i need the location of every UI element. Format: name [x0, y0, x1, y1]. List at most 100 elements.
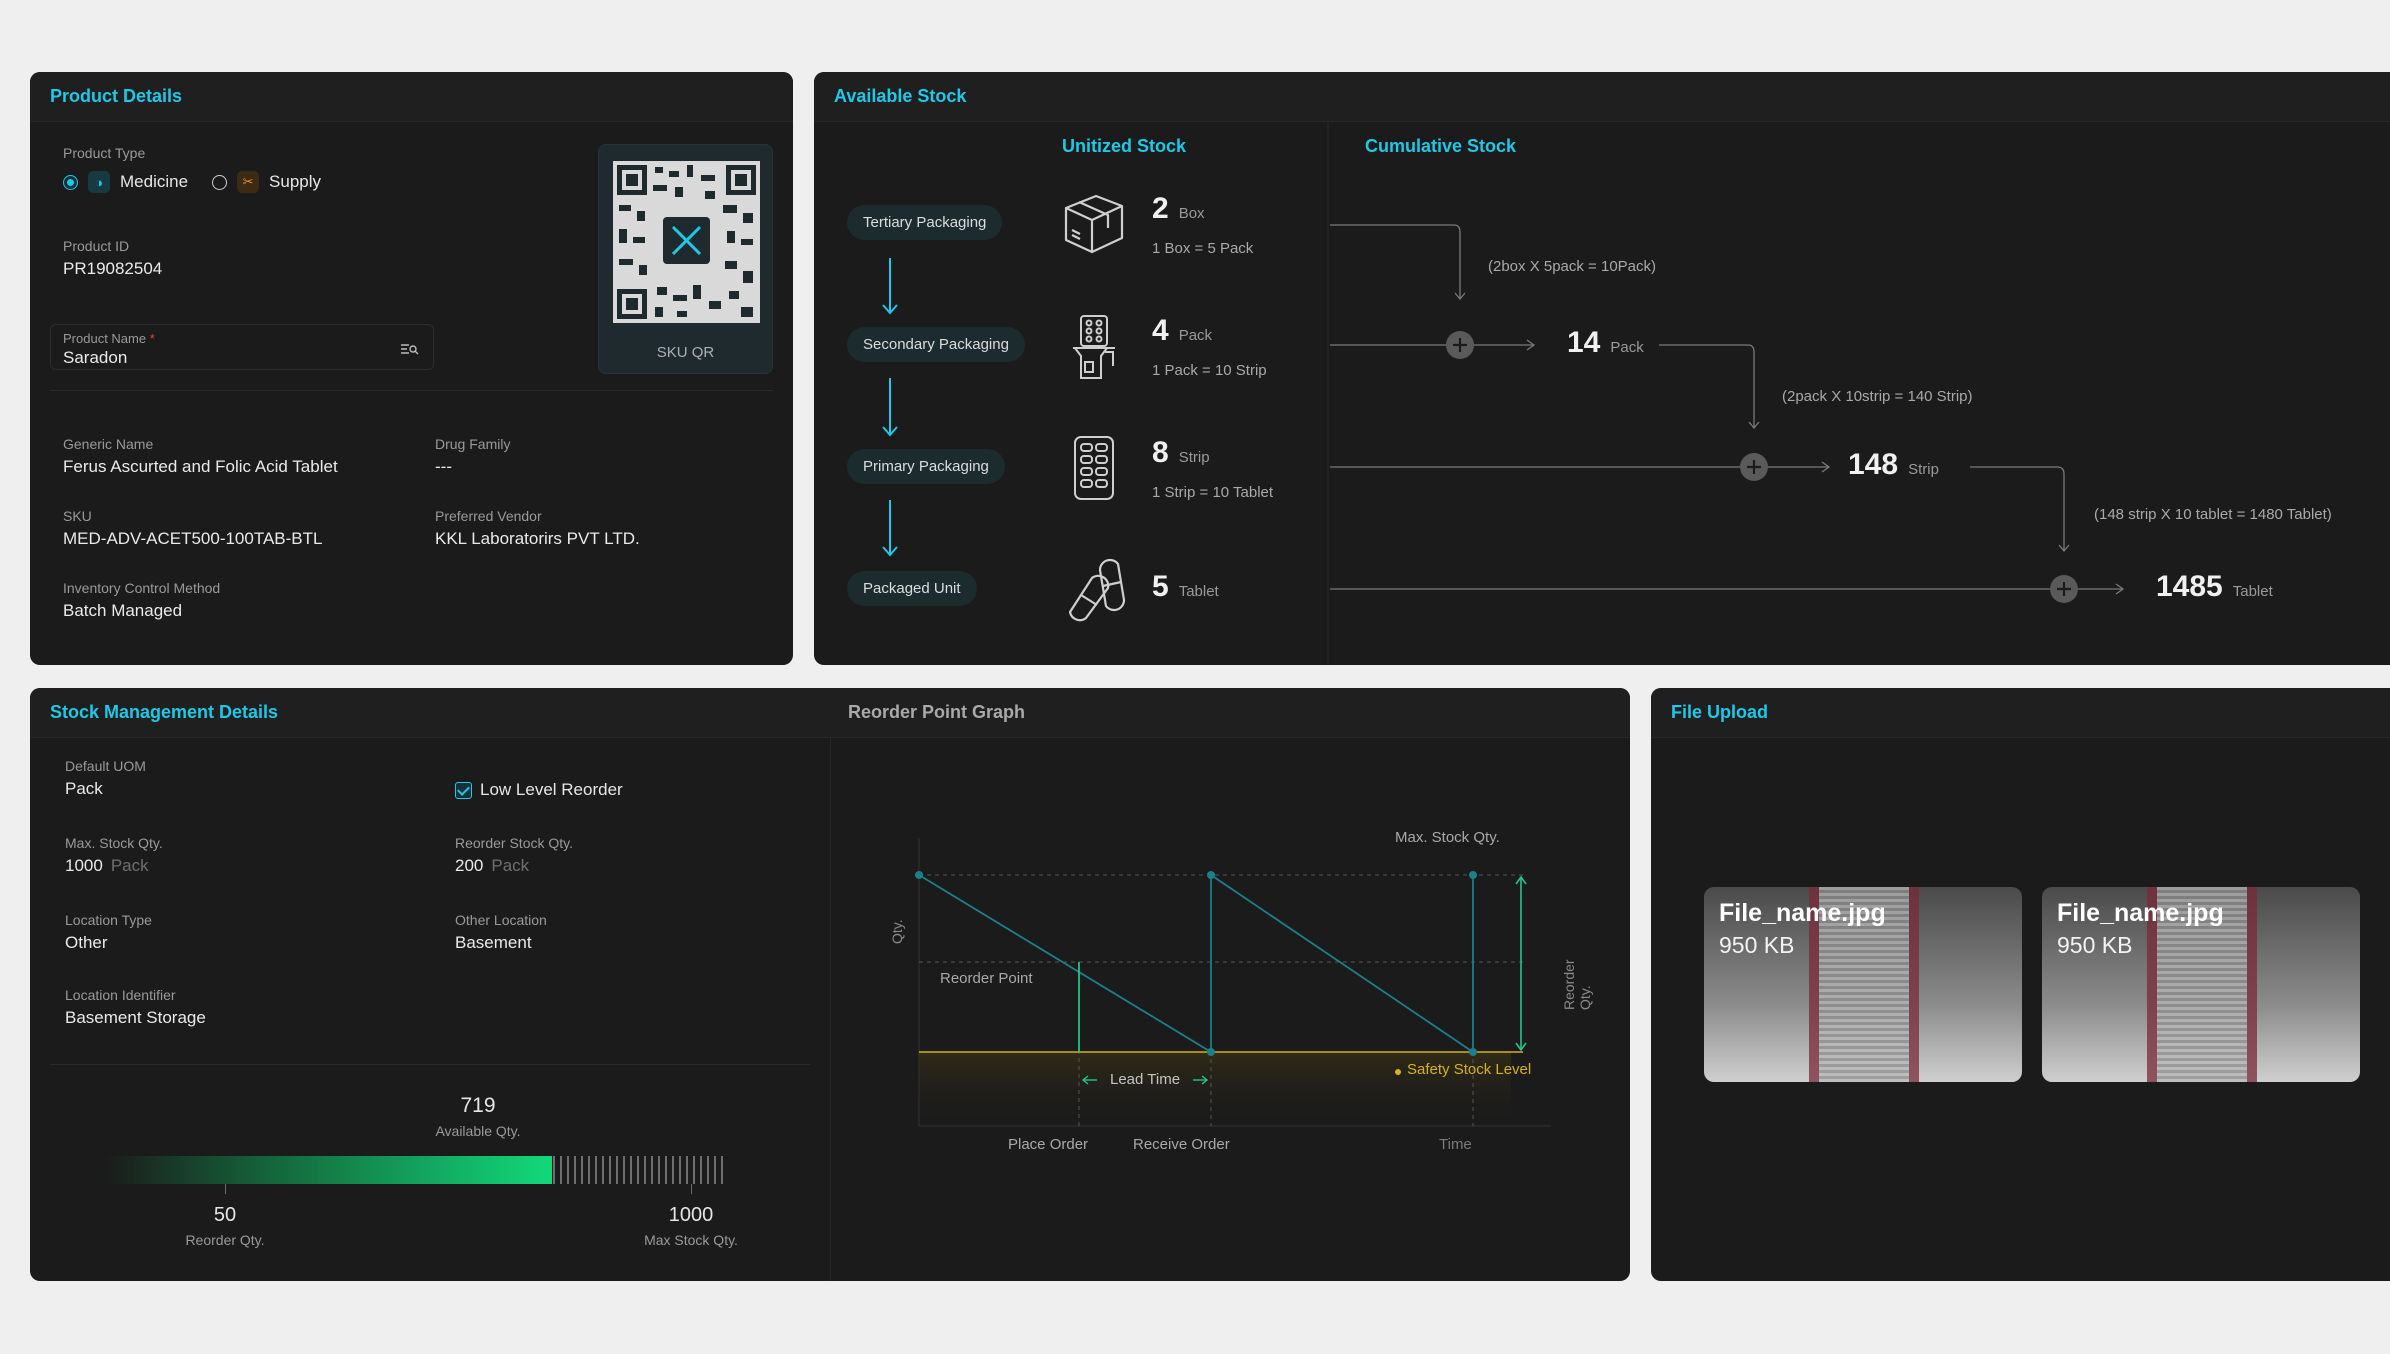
available-qty-label: Available Qty.: [435, 1123, 521, 1139]
product-type-radio-group: ◑ Medicine ✂ Supply: [63, 171, 321, 193]
safety-stock-area: [919, 1052, 1511, 1126]
stock-level-fill: [105, 1156, 553, 1184]
search-list-icon[interactable]: [401, 343, 419, 355]
lead-time-arrows: [1081, 1075, 1209, 1085]
low-level-reorder-field[interactable]: Low Level Reorder: [455, 780, 623, 800]
packaged-unit-pill[interactable]: Packaged Unit: [847, 571, 977, 606]
max-qty-label: Max Stock Qty.: [644, 1232, 738, 1248]
location-type-value: Other: [65, 933, 108, 952]
graph-reorder-qty-label: Reorder Qty.: [1561, 959, 1593, 1010]
reorder-point-graph: [915, 838, 1551, 1127]
strip-formula: (2pack X 10strip = 140 Strip): [1782, 388, 1973, 405]
tertiary-packaging-pill[interactable]: Tertiary Packaging: [847, 205, 1003, 240]
available-stock-card: Available Stock Unitized Stock Cumulativ…: [814, 72, 2390, 665]
box-icon: [1064, 194, 1124, 254]
place-order-label: Place Order: [1008, 1136, 1089, 1153]
supply-radio[interactable]: [212, 174, 228, 190]
secondary-packaging-pill[interactable]: Secondary Packaging: [847, 327, 1025, 362]
drug-family-field: Drug Family ---: [435, 436, 510, 477]
location-type-label: Location Type: [65, 912, 152, 928]
max-stock-field: Max. Stock Qty. 1000 Pack: [65, 835, 163, 876]
default-uom-label: Default UOM: [65, 758, 146, 774]
file-upload-title: File Upload: [1671, 702, 1769, 722]
file-preview-image: [1809, 887, 1919, 1082]
available-qty-value: 719: [460, 1094, 496, 1117]
reorder-qty-value: 50: [213, 1204, 237, 1226]
section-divider: [50, 1064, 810, 1065]
sku-qr-caption: SKU QR: [656, 344, 715, 361]
section-divider: [50, 390, 773, 391]
supply-option-label[interactable]: Supply: [269, 172, 322, 191]
file-thumbnail[interactable]: File_name.jpg 950 KB: [1704, 887, 2022, 1082]
product-name-value[interactable]: Saradon: [63, 348, 128, 367]
file-name: File_name.jpg: [2057, 899, 2224, 927]
required-marker: *: [149, 331, 155, 346]
drug-family-label: Drug Family: [435, 436, 511, 452]
default-uom-value: Pack: [65, 779, 103, 798]
file-thumbnail[interactable]: File_name.jpg 950 KB: [2042, 887, 2360, 1082]
pack-qty: 4: [1152, 314, 1169, 347]
scissors-icon: ✂: [237, 171, 260, 193]
product-id-field: Product ID PR19082504: [63, 238, 162, 279]
preferred-vendor-field: Preferred Vendor KKL Laboratorirs PVT LT…: [435, 508, 640, 549]
product-details-title: Product Details: [50, 86, 183, 106]
strip-conversion: 1 Strip = 10 Tablet: [1152, 484, 1274, 501]
available-stock-header: Available Stock: [814, 72, 2390, 122]
cumulative-stock-title: Cumulative Stock: [1365, 136, 1517, 156]
box-conversion: 1 Box = 5 Pack: [1152, 240, 1254, 257]
reorder-tick: [225, 1184, 226, 1194]
generic-name-field: Generic Name Ferus Ascurted and Folic Ac…: [63, 436, 338, 477]
medicine-radio[interactable]: [63, 174, 78, 190]
max-qty-value: 1000: [668, 1204, 714, 1226]
file-size: 950 KB: [2057, 932, 2133, 958]
reorder-point-label: Reorder Point: [940, 970, 1033, 987]
medicine-option-label[interactable]: Medicine: [120, 172, 189, 191]
primary-packaging-pill[interactable]: Primary Packaging: [847, 449, 1005, 484]
stock-management-card: Stock Management Details Reorder Point G…: [30, 688, 1630, 1281]
pack-formula: (2box X 5pack = 10Pack): [1488, 258, 1657, 275]
available-qty-readout: 719 Available Qty.: [393, 1094, 563, 1139]
cumulative-pack-qty: 14: [1567, 326, 1601, 359]
sku-qr-card[interactable]: SKU QR: [598, 144, 773, 374]
stock-management-title: Stock Management Details: [50, 702, 279, 722]
inventory-method-label: Inventory Control Method: [63, 580, 221, 596]
file-upload-card: File Upload File_name.jpg 950 KB File_na…: [1651, 688, 2390, 1281]
max-stock-unit: Pack: [110, 856, 149, 875]
cumulative-tablet-qty: 1485: [2156, 570, 2223, 603]
max-stock-value: 1000: [65, 856, 103, 875]
strip-icon: [1074, 436, 1114, 500]
sku-value: MED-ADV-ACET500-100TAB-BTL: [63, 529, 323, 548]
pack-icon: [1073, 315, 1115, 379]
max-stock-label: Max. Stock Qty.: [65, 835, 163, 851]
unitized-stock-title: Unitized Stock: [1062, 136, 1187, 156]
other-location-field: Other Location Basement: [455, 912, 547, 953]
receive-order-label: Receive Order: [1133, 1136, 1230, 1153]
drug-family-value: ---: [435, 457, 452, 476]
sku-field: SKU MED-ADV-ACET500-100TAB-BTL: [63, 508, 322, 549]
inventory-method-value: Batch Managed: [63, 601, 183, 620]
tablet-formula: (148 strip X 10 tablet = 1480 Tablet): [2094, 506, 2332, 523]
strip-unit: Strip: [1178, 449, 1210, 466]
location-identifier-field: Location Identifier Basement Storage: [65, 987, 206, 1028]
low-level-reorder-checkbox[interactable]: [455, 782, 472, 800]
reorder-stock-value: 200: [455, 856, 484, 875]
product-id-label: Product ID: [63, 238, 130, 254]
plus-circle-icon: [1446, 331, 2078, 603]
time-axis-label: Time: [1439, 1136, 1472, 1153]
stock-level-line: [918, 873, 1474, 1054]
file-name: File_name.jpg: [1719, 899, 1886, 927]
safety-stock-label: Safety Stock Level: [1407, 1061, 1532, 1078]
cumulative-tablet-stock: 1485 Tablet: [2156, 570, 2273, 604]
box-qty: 2: [1152, 192, 1169, 225]
other-location-value: Basement: [455, 933, 532, 952]
product-name-input[interactable]: Product Name * Saradon: [50, 324, 434, 370]
cumulative-tablet-unit: Tablet: [2232, 583, 2273, 600]
low-level-reorder-label[interactable]: Low Level Reorder: [480, 780, 623, 799]
pack-conversion: 1 Pack = 10 Strip: [1152, 362, 1267, 379]
product-name-label: Product Name: [63, 331, 147, 346]
reorder-qty-readout: 50 Reorder Qty.: [125, 1204, 325, 1248]
